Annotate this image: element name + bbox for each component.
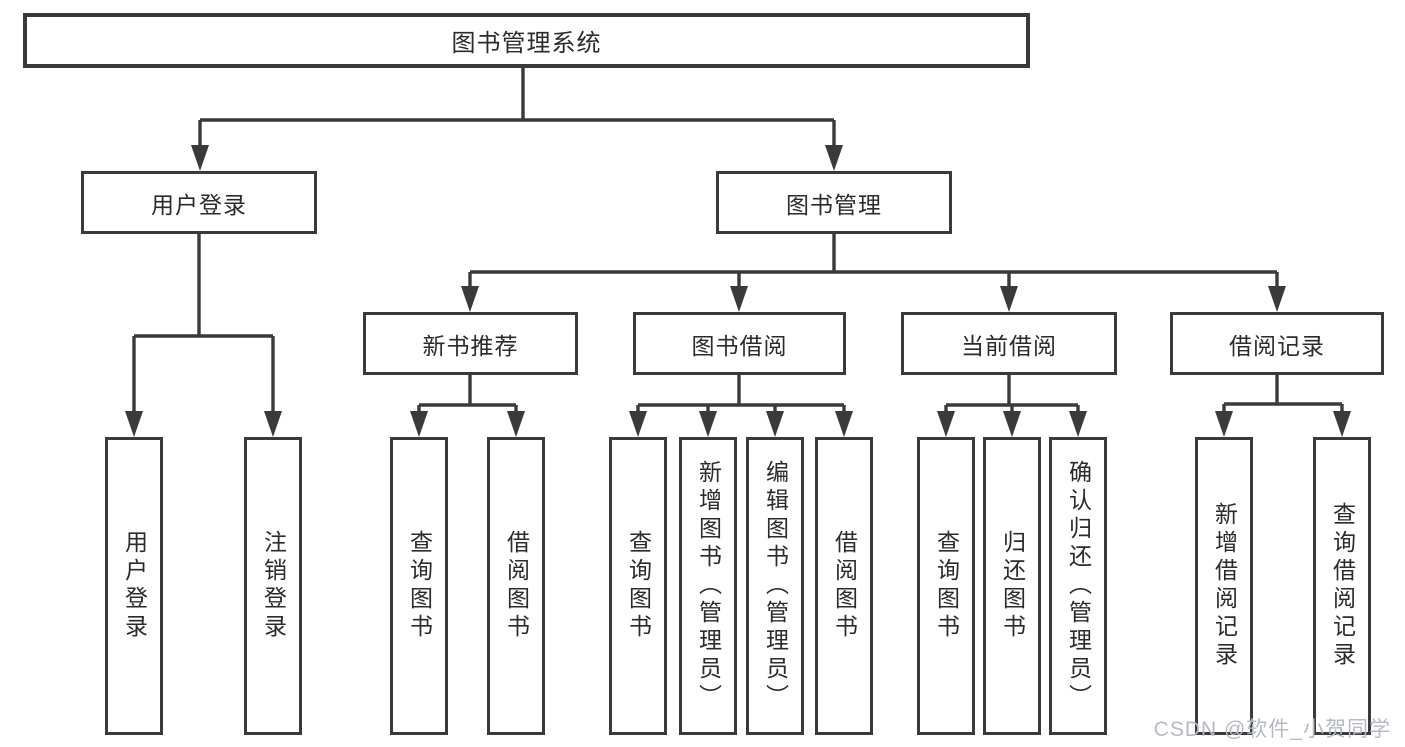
node-library-system-label: 图书管理系统 <box>451 30 602 57</box>
arrowhead <box>1268 286 1286 312</box>
arrowhead <box>1333 411 1351 437</box>
arrowhead <box>629 411 647 437</box>
arrowhead <box>1003 411 1021 437</box>
arrowhead <box>191 145 209 171</box>
leaf-newbook-query: 查询图书 <box>390 437 448 735</box>
node-current-borrow: 当前借阅 <box>901 312 1117 375</box>
leaf-current-query: 查询图书 <box>917 437 975 735</box>
leaf-return-book: 归还图书 <box>983 437 1041 735</box>
leaf-logout-label: 注销登录 <box>260 530 287 642</box>
node-new-book-recommend-label: 新书推荐 <box>422 332 519 359</box>
arrowhead <box>1069 411 1087 437</box>
csdn-watermark: CSDN @软件_小贺同学 <box>1153 718 1391 741</box>
connector-current-borrow-split <box>944 375 1080 416</box>
connector-borrow-record-split <box>1222 375 1344 416</box>
arrowhead <box>699 411 717 437</box>
arrowhead <box>1215 411 1233 437</box>
node-user-login-label: 用户登录 <box>151 191 247 218</box>
connector-new-book-split <box>417 375 518 416</box>
arrowhead <box>125 411 143 437</box>
arrowhead <box>835 411 853 437</box>
node-borrow-record: 借阅记录 <box>1170 312 1384 375</box>
leaf-logout: 注销登录 <box>244 437 302 735</box>
node-book-management-label: 图书管理 <box>786 191 882 218</box>
leaf-newbook-query-label: 查询图书 <box>406 530 433 642</box>
arrowhead <box>937 411 955 437</box>
leaf-borrow-edit-admin-label: 编辑图书（管理员） <box>762 460 789 712</box>
leaf-user-login: 用户登录 <box>105 437 163 735</box>
leaf-borrow-book-label: 借阅图书 <box>831 530 858 642</box>
node-book-management: 图书管理 <box>716 171 952 234</box>
node-borrow-record-label: 借阅记录 <box>1229 332 1325 359</box>
leaf-borrow-query: 查询图书 <box>609 437 667 735</box>
arrowhead <box>264 411 282 437</box>
connector-user-login-split <box>132 234 275 415</box>
connector-root-split <box>198 68 836 150</box>
leaf-record-query: 查询借阅记录 <box>1313 437 1371 735</box>
arrowhead <box>730 286 748 312</box>
leaf-borrow-query-label: 查询图书 <box>625 530 652 642</box>
node-book-borrow: 图书借阅 <box>633 312 846 375</box>
node-library-system: 图书管理系统 <box>23 13 1030 68</box>
connector-book-borrow-split <box>636 375 846 416</box>
arrowhead <box>1000 286 1018 312</box>
leaf-newbook-borrow-label: 借阅图书 <box>503 530 530 642</box>
leaf-return-book-label: 归还图书 <box>999 530 1026 642</box>
leaf-current-query-label: 查询图书 <box>933 530 960 642</box>
leaf-newbook-borrow: 借阅图书 <box>487 437 545 735</box>
leaf-record-query-label: 查询借阅记录 <box>1329 502 1356 670</box>
leaf-borrow-add-admin: 新增图书（管理员） <box>679 437 737 735</box>
connector-book-mgmt-split <box>468 234 1279 292</box>
arrowhead <box>410 411 428 437</box>
node-book-borrow-label: 图书借阅 <box>691 332 788 359</box>
node-new-book-recommend: 新书推荐 <box>363 312 578 375</box>
leaf-borrow-book: 借阅图书 <box>815 437 873 735</box>
node-current-borrow-label: 当前借阅 <box>961 332 1057 359</box>
arrowhead <box>461 286 479 312</box>
leaf-user-login-label: 用户登录 <box>121 530 148 642</box>
leaf-confirm-return-admin-label: 确认归还（管理员） <box>1065 460 1092 712</box>
leaf-borrow-edit-admin: 编辑图书（管理员） <box>746 437 804 735</box>
node-user-login: 用户登录 <box>81 171 317 234</box>
leaf-confirm-return-admin: 确认归还（管理员） <box>1049 437 1107 735</box>
arrowhead <box>825 145 843 171</box>
leaf-borrow-add-admin-label: 新增图书（管理员） <box>695 460 722 712</box>
leaf-record-add-label: 新增借阅记录 <box>1211 502 1238 670</box>
arrowhead <box>766 411 784 437</box>
arrowhead <box>507 411 525 437</box>
leaf-record-add: 新增借阅记录 <box>1195 437 1253 735</box>
